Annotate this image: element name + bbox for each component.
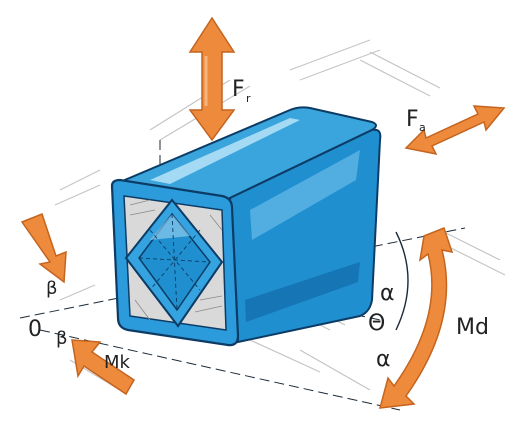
beta-top-label: β	[46, 278, 58, 299]
axis-origin-label: 0	[28, 317, 42, 342]
radial-force-subscript: r	[246, 92, 251, 105]
moment-label: Mk	[104, 352, 131, 373]
alpha-top-label: α	[380, 281, 395, 306]
axial-force-symbol: F	[406, 107, 419, 132]
axial-force-label: F a	[406, 107, 426, 134]
radial-force-label: F r	[232, 77, 251, 105]
beta-bottom-label: β	[56, 328, 68, 349]
moment-upper-arrow	[22, 214, 66, 282]
radial-force-arrow	[190, 18, 234, 140]
radial-force-symbol: F	[232, 77, 245, 102]
theta-arc	[396, 232, 408, 330]
torque-arrow	[380, 228, 452, 408]
alpha-bottom-label: α	[376, 347, 391, 372]
torque-label: Md	[456, 315, 489, 340]
axial-force-subscript: a	[419, 121, 426, 134]
theta-label: Θ	[368, 311, 385, 336]
